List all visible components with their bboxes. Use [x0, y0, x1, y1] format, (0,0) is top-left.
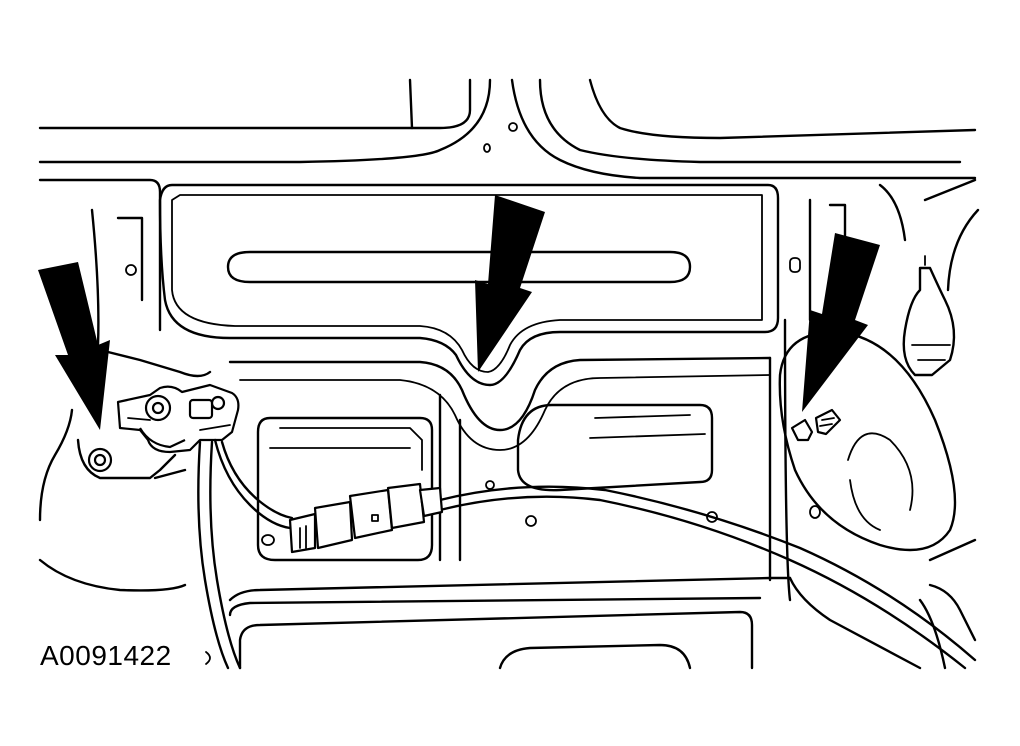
small-bracket-mark	[205, 651, 211, 665]
door-inner-outline	[38, 178, 980, 347]
lamp-socket	[902, 255, 956, 377]
upper-frame-lines	[38, 78, 977, 180]
latch-assembly	[116, 383, 240, 454]
left-callout-arrow	[38, 262, 110, 430]
lower-left-recess	[256, 416, 434, 562]
callout-arrows	[38, 195, 880, 430]
electrical-connector	[288, 482, 444, 554]
nut-fastener	[87, 447, 113, 473]
upper-panel	[158, 183, 801, 387]
figure-id-label: A0091422	[40, 640, 172, 671]
retaining-clip	[790, 408, 842, 442]
bottom-structure	[38, 408, 977, 670]
right-callout-arrow	[802, 233, 880, 412]
lower-right-recess	[485, 403, 821, 527]
center-callout-arrow	[475, 195, 545, 372]
wiring-harness	[197, 438, 977, 670]
left-bracket	[76, 348, 212, 480]
